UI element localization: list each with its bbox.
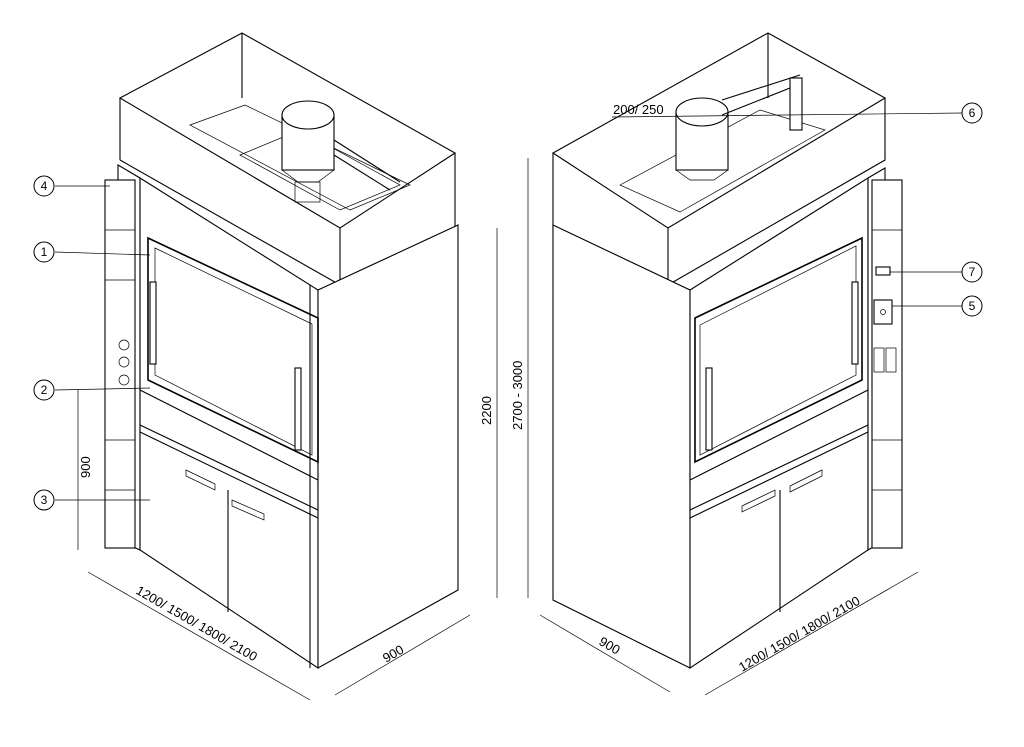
left-base-cabinet <box>139 389 319 612</box>
left-worktop-height-label: 900 <box>78 456 93 478</box>
left-fume-hood-view <box>54 32 471 701</box>
svg-text:7: 7 <box>969 265 976 279</box>
right-dimension-lines <box>496 112 963 696</box>
svg-text:4: 4 <box>41 179 48 193</box>
left-dimension-lines <box>77 390 471 701</box>
right-sash-window <box>694 236 863 464</box>
svg-text:3: 3 <box>41 493 48 507</box>
body-height-dimension-label: 2200 <box>479 396 494 425</box>
right-cabinet-body <box>552 167 886 670</box>
callout-marker-7: 7 <box>961 261 983 283</box>
callout-marker-4: 4 <box>33 175 55 197</box>
left-cabinet-body <box>117 164 459 670</box>
right-service-column <box>871 179 903 549</box>
right-exhaust-duct <box>675 74 803 181</box>
svg-text:5: 5 <box>969 299 976 313</box>
svg-text:1: 1 <box>41 245 48 259</box>
left-sash-window <box>147 236 319 464</box>
left-exhaust-duct <box>281 100 401 203</box>
right-fume-hood-view <box>496 32 963 696</box>
svg-text:2: 2 <box>41 383 48 397</box>
left-leader-lines <box>54 185 151 501</box>
callout-marker-3: 3 <box>33 489 55 511</box>
svg-text:6: 6 <box>969 106 976 120</box>
right-depth-dimension-label: 900 <box>597 634 623 658</box>
callout-marker-5: 5 <box>961 295 983 317</box>
total-height-dimension-label: 2700 - 3000 <box>510 361 525 430</box>
left-depth-dimension-label: 900 <box>380 642 406 666</box>
callout-marker-6: 6 <box>961 102 983 124</box>
duct-diameter-label: 200/ 250 <box>613 102 664 117</box>
callout-marker-2: 2 <box>33 379 55 401</box>
callout-marker-1: 1 <box>33 241 55 263</box>
left-service-column <box>104 179 136 549</box>
right-leader-lines <box>890 271 962 307</box>
right-base-cabinet <box>689 389 869 612</box>
